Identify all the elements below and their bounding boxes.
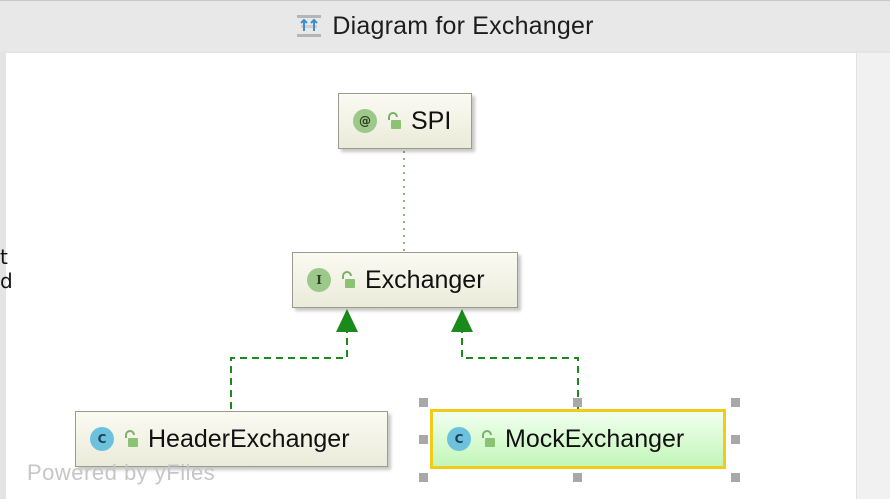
lock-icon [388, 112, 401, 129]
node-label: SPI [411, 106, 452, 135]
edge-mockexchanger-exchanger [461, 331, 579, 409]
lock-icon [342, 271, 355, 288]
resize-handle[interactable] [573, 473, 582, 482]
class-type-icon: C [447, 427, 471, 451]
scrollbar-track[interactable] [856, 53, 890, 499]
resize-handle[interactable] [419, 398, 428, 407]
resize-handle[interactable] [731, 473, 740, 482]
resize-handle[interactable] [731, 435, 740, 444]
node-mockexchanger[interactable]: C MockExchanger [430, 409, 726, 469]
lock-icon [482, 430, 495, 447]
annotation-type-icon: @ [353, 109, 377, 133]
interface-type-icon: I [307, 268, 331, 292]
edge-headerexchanger-exchanger [230, 331, 348, 409]
resize-handle[interactable] [731, 398, 740, 407]
window-titlebar: Diagram for Exchanger [0, 1, 890, 51]
node-exchanger[interactable]: I Exchanger [292, 252, 518, 308]
node-label: Exchanger [365, 265, 485, 294]
arrowhead-implements [336, 309, 358, 332]
arrowhead-implements [451, 309, 473, 332]
clipped-text-fragment: t [0, 245, 8, 269]
resize-handle[interactable] [573, 398, 582, 407]
class-type-icon: C [90, 427, 114, 451]
resize-handle[interactable] [419, 435, 428, 444]
window-title: Diagram for Exchanger [332, 11, 594, 40]
clipped-text-fragment: d [0, 269, 13, 293]
node-label: MockExchanger [505, 424, 685, 453]
resize-handle[interactable] [419, 473, 428, 482]
lock-icon [125, 430, 138, 447]
diagram-icon [297, 15, 322, 37]
node-label: HeaderExchanger [148, 424, 350, 453]
node-headerexchanger[interactable]: C HeaderExchanger [75, 411, 388, 467]
yfiles-watermark: Powered by yFiles [27, 460, 216, 485]
node-spi[interactable]: @ SPI [338, 93, 472, 149]
